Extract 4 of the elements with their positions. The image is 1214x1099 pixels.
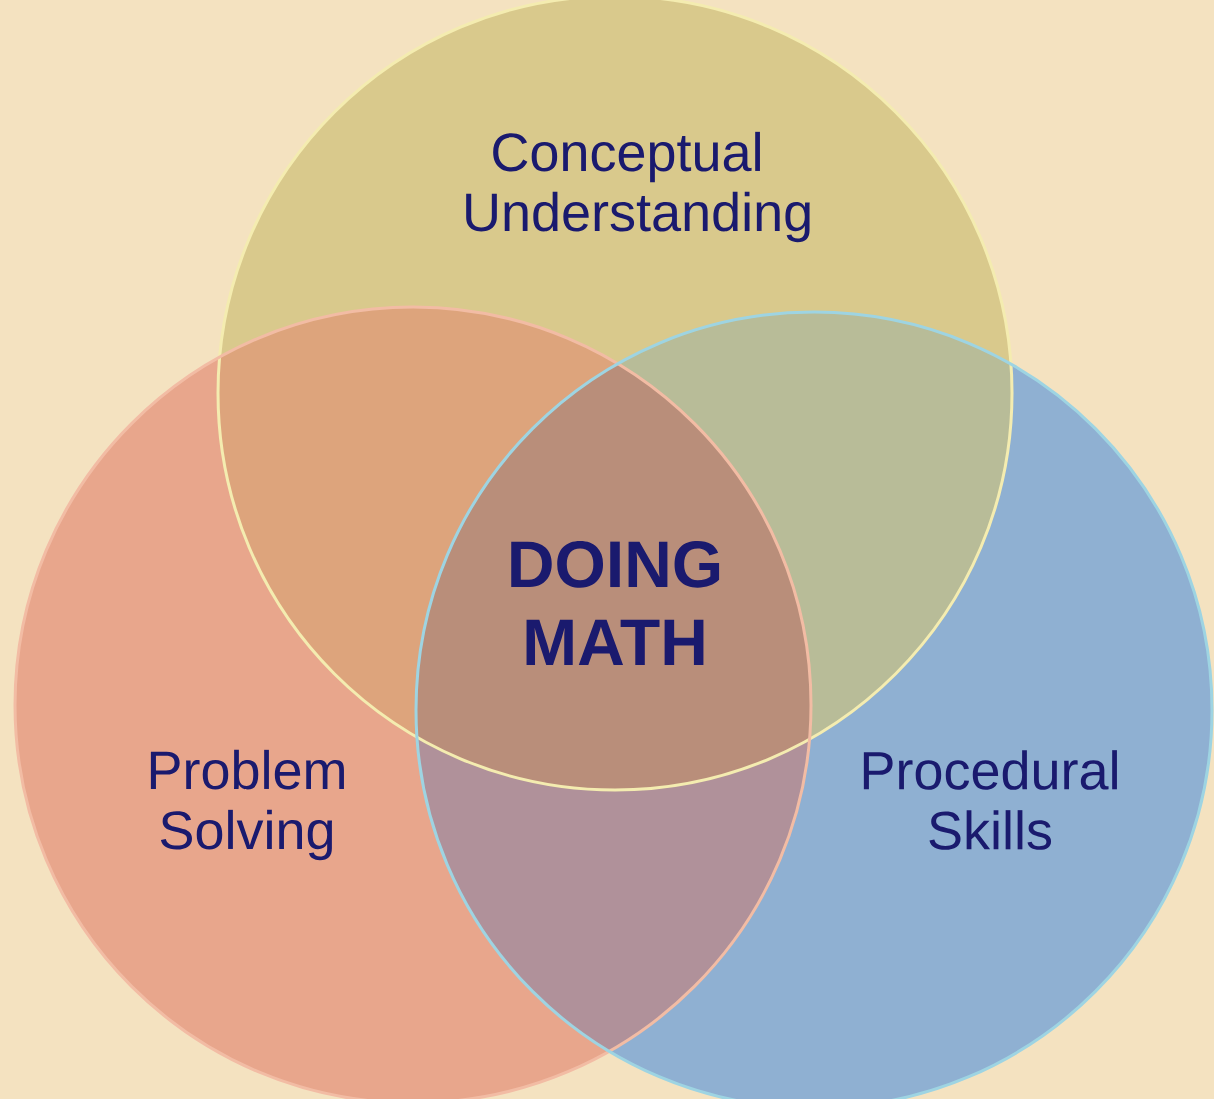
circle-label: Problem Solving: [150, 749, 344, 861]
circle-label: Procedural Skills: [863, 750, 1117, 850]
center-title: DOING MATH: [511, 540, 720, 666]
circle-label: Conceptual Understanding: [466, 131, 810, 243]
